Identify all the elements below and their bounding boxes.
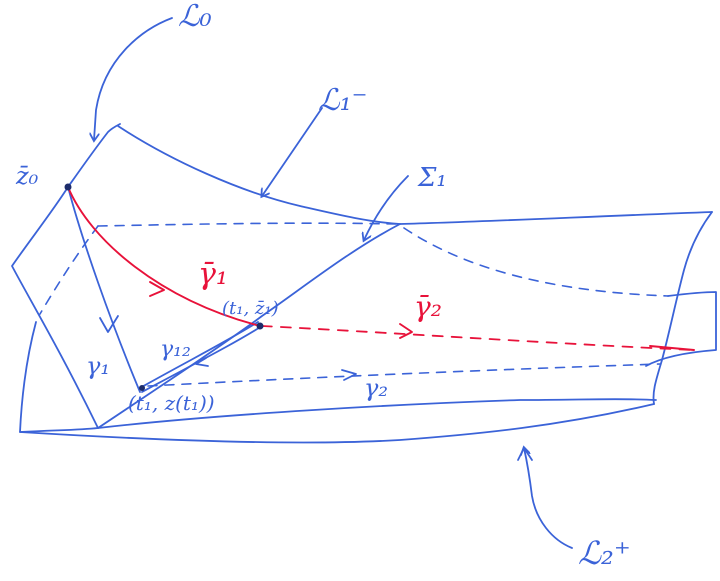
sheet-right-edge [652,211,713,405]
L0-label: ℒ₀ [178,0,212,34]
t1-z1bar-label: (t₁, z̄₁) [222,298,279,319]
left-face-outer [11,186,99,429]
hidden-right-edge [403,227,669,297]
gamma1-curve [67,186,141,393]
left-top-edge [67,123,121,188]
t1-zt1-point [139,385,145,391]
Sigma1-label: Σ₁ [417,163,447,193]
gamma2-bar-arrowhead [399,323,413,339]
gamma1-bar-label: γ̄₁ [198,257,228,292]
z0-point [64,183,72,191]
gamma12-label: γ₁₂ [160,337,191,362]
L1-pointer-arrow [262,107,323,196]
gamma2-curve [147,363,661,387]
gamma1-arrowhead [99,315,119,333]
z0-label: z̄₀ [15,162,39,190]
gamma1-bar-curve [67,186,261,327]
L2-plus-label: ℒ₂⁺ [578,534,631,572]
gamma1-bar-arrowhead [149,281,165,297]
gamma2-bar-label: γ̄₂ [414,290,442,323]
gamma2-label: γ₂ [364,374,388,402]
inner-lower-edge [97,398,657,429]
sigma1-edge [97,223,401,429]
hidden-top-edge [97,222,397,227]
gamma12-curve-b [139,321,259,389]
gamma2-bar-curve [261,325,695,351]
L1-top-edge [117,125,713,225]
gamma2-bar-end [649,345,695,351]
L2-arrowhead [517,447,533,461]
t1-z1bar-point [256,322,264,330]
gamma12-curve-a [141,325,263,393]
hidden-left-edge [39,225,99,315]
L1-minus-label: ℒ₁⁻ [318,83,367,118]
Sigma1-pointer-arrow [364,175,409,240]
L0-pointer-arrow [94,17,173,140]
L2-pointer-arrow [524,448,573,549]
L2-bottom-edge [19,403,655,444]
gamma12-arrowhead [195,357,209,367]
gamma1-label: γ₁ [86,352,110,380]
right-cap [645,291,717,367]
t1-zt1-label: (t₁, z(t₁)) [128,391,215,415]
gamma2-arrowhead [341,369,357,381]
